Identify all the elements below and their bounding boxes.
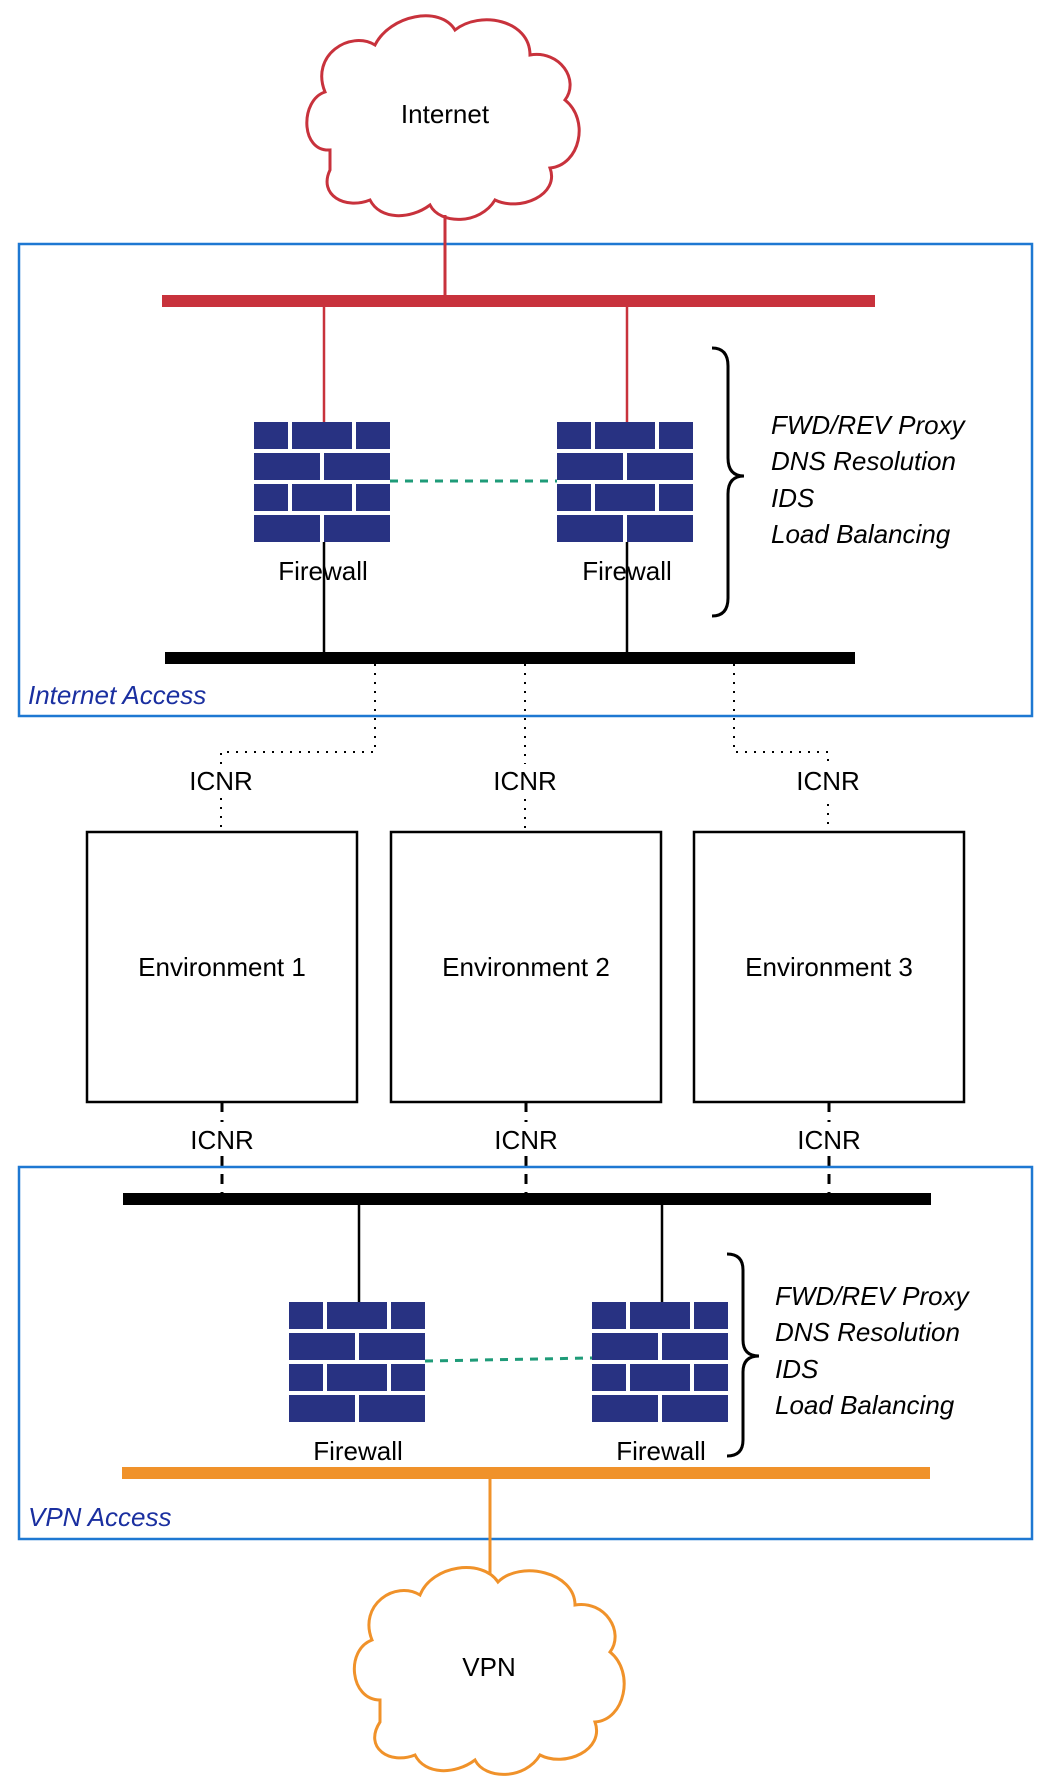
service-item: IDS [775,1354,819,1384]
firewall-ha-link-bottom [424,1356,593,1363]
service-item: FWD/REV Proxy [775,1281,971,1311]
firewall-bottom-left: Firewall [289,1302,425,1466]
internet-cloud-shape [305,14,581,221]
icnr-label-bg [484,764,566,798]
brick-wall-icon [254,422,390,542]
icnr-label-bg [485,1122,567,1156]
vpn-access-zone-label: VPN Access [28,1502,172,1532]
environment-2: Environment 2 [389,830,663,1104]
environment-2-label: Environment 2 [442,952,610,982]
icnr-connection-upper-3 [733,664,829,830]
brick-wall-icon [592,1302,728,1422]
firewall-bottom-right: Firewall [592,1302,728,1466]
internet-bus [162,295,875,307]
services-brace-bottom [726,1252,760,1458]
firewall-bottom-left-label: Firewall [313,1436,403,1466]
environment-1-label: Environment 1 [138,952,306,982]
brick-wall-icon [289,1302,425,1422]
service-item: IDS [771,483,815,513]
icnr-label-bg [181,1122,263,1156]
vpn-cloud-label: VPN [462,1652,515,1682]
icnr-label-lower-1: ICNR [190,1125,254,1155]
firewall-top-left: Firewall [254,422,390,586]
internet-cloud: Internet [305,14,581,221]
brick-wall-icon [557,422,693,542]
icnr-label-lower-2: ICNR [494,1125,558,1155]
internet-core-bus [165,652,855,664]
icnr-label-upper-2: ICNR [493,766,557,796]
environment-3-label: Environment 3 [745,952,913,982]
services-list-bottom: FWD/REV Proxy DNS Resolution IDS Load Ba… [775,1281,971,1420]
environment-1-box [85,830,359,1104]
icnr-label-lower-3: ICNR [797,1125,861,1155]
icnr-connection-upper-1 [220,664,376,830]
service-item: DNS Resolution [775,1317,960,1347]
environment-2-box [389,830,663,1104]
icnr-label-bg [788,1122,870,1156]
vpn-bus [122,1467,930,1479]
internet-access-zone-label: Internet Access [28,680,206,710]
firewall-top-right: Firewall [557,422,693,586]
internet-access-zone [17,242,1034,718]
services-brace-top [711,346,745,618]
icnr-label-bg [787,764,869,798]
services-list-top: FWD/REV Proxy DNS Resolution IDS Load Ba… [771,410,967,549]
vpn-cloud-shape [352,1566,626,1776]
service-item: DNS Resolution [771,446,956,476]
service-item: FWD/REV Proxy [771,410,967,440]
vpn-access-zone [17,1165,1034,1541]
icnr-label-upper-3: ICNR [796,766,860,796]
internet-cloud-label: Internet [401,99,490,129]
environment-1: Environment 1 [85,830,359,1104]
icnr-label-bg [180,764,262,798]
service-item: Load Balancing [775,1390,955,1420]
firewall-bottom-right-label: Firewall [616,1436,706,1466]
service-item: Load Balancing [771,519,951,549]
icnr-label-upper-1: ICNR [189,766,253,796]
vpn-core-bus [123,1193,931,1205]
vpn-cloud: VPN [352,1566,626,1776]
environment-3: Environment 3 [692,830,966,1104]
